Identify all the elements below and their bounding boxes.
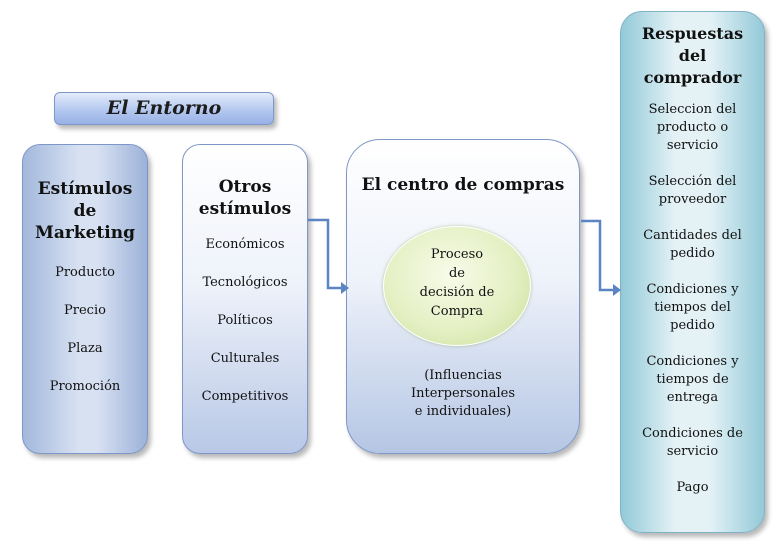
other-stimuli-item: Culturales <box>210 351 280 366</box>
other-stimuli-item: Económicos <box>205 237 285 252</box>
other-stimuli-item: Competitivos <box>201 389 289 404</box>
other-stimuli-item: Políticos <box>217 313 273 328</box>
arrow-to-buying-center-icon <box>308 218 349 294</box>
marketing-item: Precio <box>64 303 106 318</box>
environment-label-text: El Entorno <box>106 97 222 119</box>
buying-center-title: El centro de compras <box>361 175 565 195</box>
other-stimuli-item: Tecnológicos <box>202 275 288 290</box>
marketing-item: Plaza <box>67 341 103 356</box>
environment-label: El Entorno <box>54 92 274 125</box>
response-item: Pago <box>676 480 709 495</box>
marketing-item: Producto <box>55 265 115 280</box>
arrow-to-responses-icon <box>581 219 621 296</box>
marketing-item: Promoción <box>49 379 121 394</box>
